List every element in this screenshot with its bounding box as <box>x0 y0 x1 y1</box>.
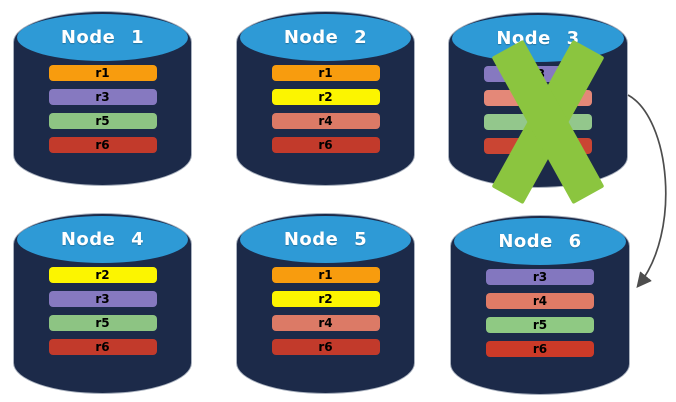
replica-label: r2 <box>318 292 333 306</box>
replica-bar: r5 <box>486 317 594 333</box>
cylinder-top: Node 2 <box>240 14 411 61</box>
node-6: Node 6 r3 r4 r5 r6 <box>450 215 630 395</box>
node-1: Node 1 r1 r3 r5 r6 <box>13 11 192 186</box>
replica-label: r1 <box>318 268 333 282</box>
node-title: Node 2 <box>283 27 368 48</box>
replica-label: r6 <box>532 342 548 356</box>
replica-bar: r4 <box>271 315 380 331</box>
replica-label: r4 <box>532 294 548 308</box>
replica-bar: r6 <box>271 339 380 355</box>
replica-label: r6 <box>95 340 110 354</box>
replica-bar: r2 <box>271 89 380 105</box>
replica-label: r5 <box>95 316 110 330</box>
cylinder-top: Node 5 <box>240 216 411 263</box>
replica-bar: r3 <box>48 89 157 105</box>
replica-bar: r6 <box>271 137 380 153</box>
replica-list: r2 r3 r5 r6 <box>13 267 192 355</box>
replica-label: r3 <box>532 270 548 284</box>
cylinder-top: Node 1 <box>17 14 188 61</box>
replica-label: r5 <box>532 318 548 332</box>
replica-list: r1 r2 r4 r6 <box>236 267 415 355</box>
replica-bar: r6 <box>486 341 594 357</box>
replica-bar: r4 <box>486 293 594 309</box>
replica-bar: r3 <box>48 291 157 307</box>
replica-bar: r1 <box>271 65 380 81</box>
replica-bar: r3 <box>486 269 594 285</box>
node-title: Node 6 <box>498 231 582 252</box>
replica-list: r1 r2 r4 r6 <box>236 65 415 153</box>
replica-bar: r1 <box>271 267 380 283</box>
replica-label: r5 <box>95 114 110 128</box>
replica-bar: r5 <box>48 113 157 129</box>
replica-bar: r6 <box>48 339 157 355</box>
replica-label: r3 <box>95 90 110 104</box>
replica-bar: r6 <box>48 137 157 153</box>
replica-label: r4 <box>318 316 333 330</box>
replica-label: r2 <box>318 90 333 104</box>
cylinder-top: Node 3 <box>452 15 624 62</box>
arrow-path <box>627 94 667 288</box>
replica-list: r1 r3 r5 r6 <box>13 65 192 153</box>
replica-bar: r4 <box>271 113 380 129</box>
cylinder-top: Node 4 <box>17 216 188 263</box>
replica-label: r3 <box>95 292 110 306</box>
node-3: Node 3 r3 <box>448 12 628 205</box>
replica-bar: r5 <box>48 315 157 331</box>
cylinder-top: Node 6 <box>454 218 626 265</box>
node-title: Node 1 <box>60 27 145 48</box>
replica-label: r4 <box>318 114 333 128</box>
replica-label: r6 <box>318 138 333 152</box>
node-4: Node 4 r2 r3 r5 r6 <box>13 213 192 394</box>
replica-label: r1 <box>95 66 110 80</box>
node-title: Node 4 <box>60 229 145 250</box>
replica-bar: r2 <box>271 291 380 307</box>
replica-bar: r2 <box>48 267 157 283</box>
node-title: Node 5 <box>283 229 368 250</box>
replica-label: r6 <box>95 138 110 152</box>
replica-label: r6 <box>318 340 333 354</box>
node-5: Node 5 r1 r2 r4 r6 <box>236 213 415 394</box>
replica-label: r2 <box>95 268 110 282</box>
replica-label: r1 <box>318 66 333 80</box>
replica-list: r3 r4 r5 r6 <box>450 269 630 357</box>
node-title: Node 3 <box>496 28 580 49</box>
node-2: Node 2 r1 r2 r4 r6 <box>236 11 415 186</box>
replica-bar: r1 <box>48 65 157 81</box>
